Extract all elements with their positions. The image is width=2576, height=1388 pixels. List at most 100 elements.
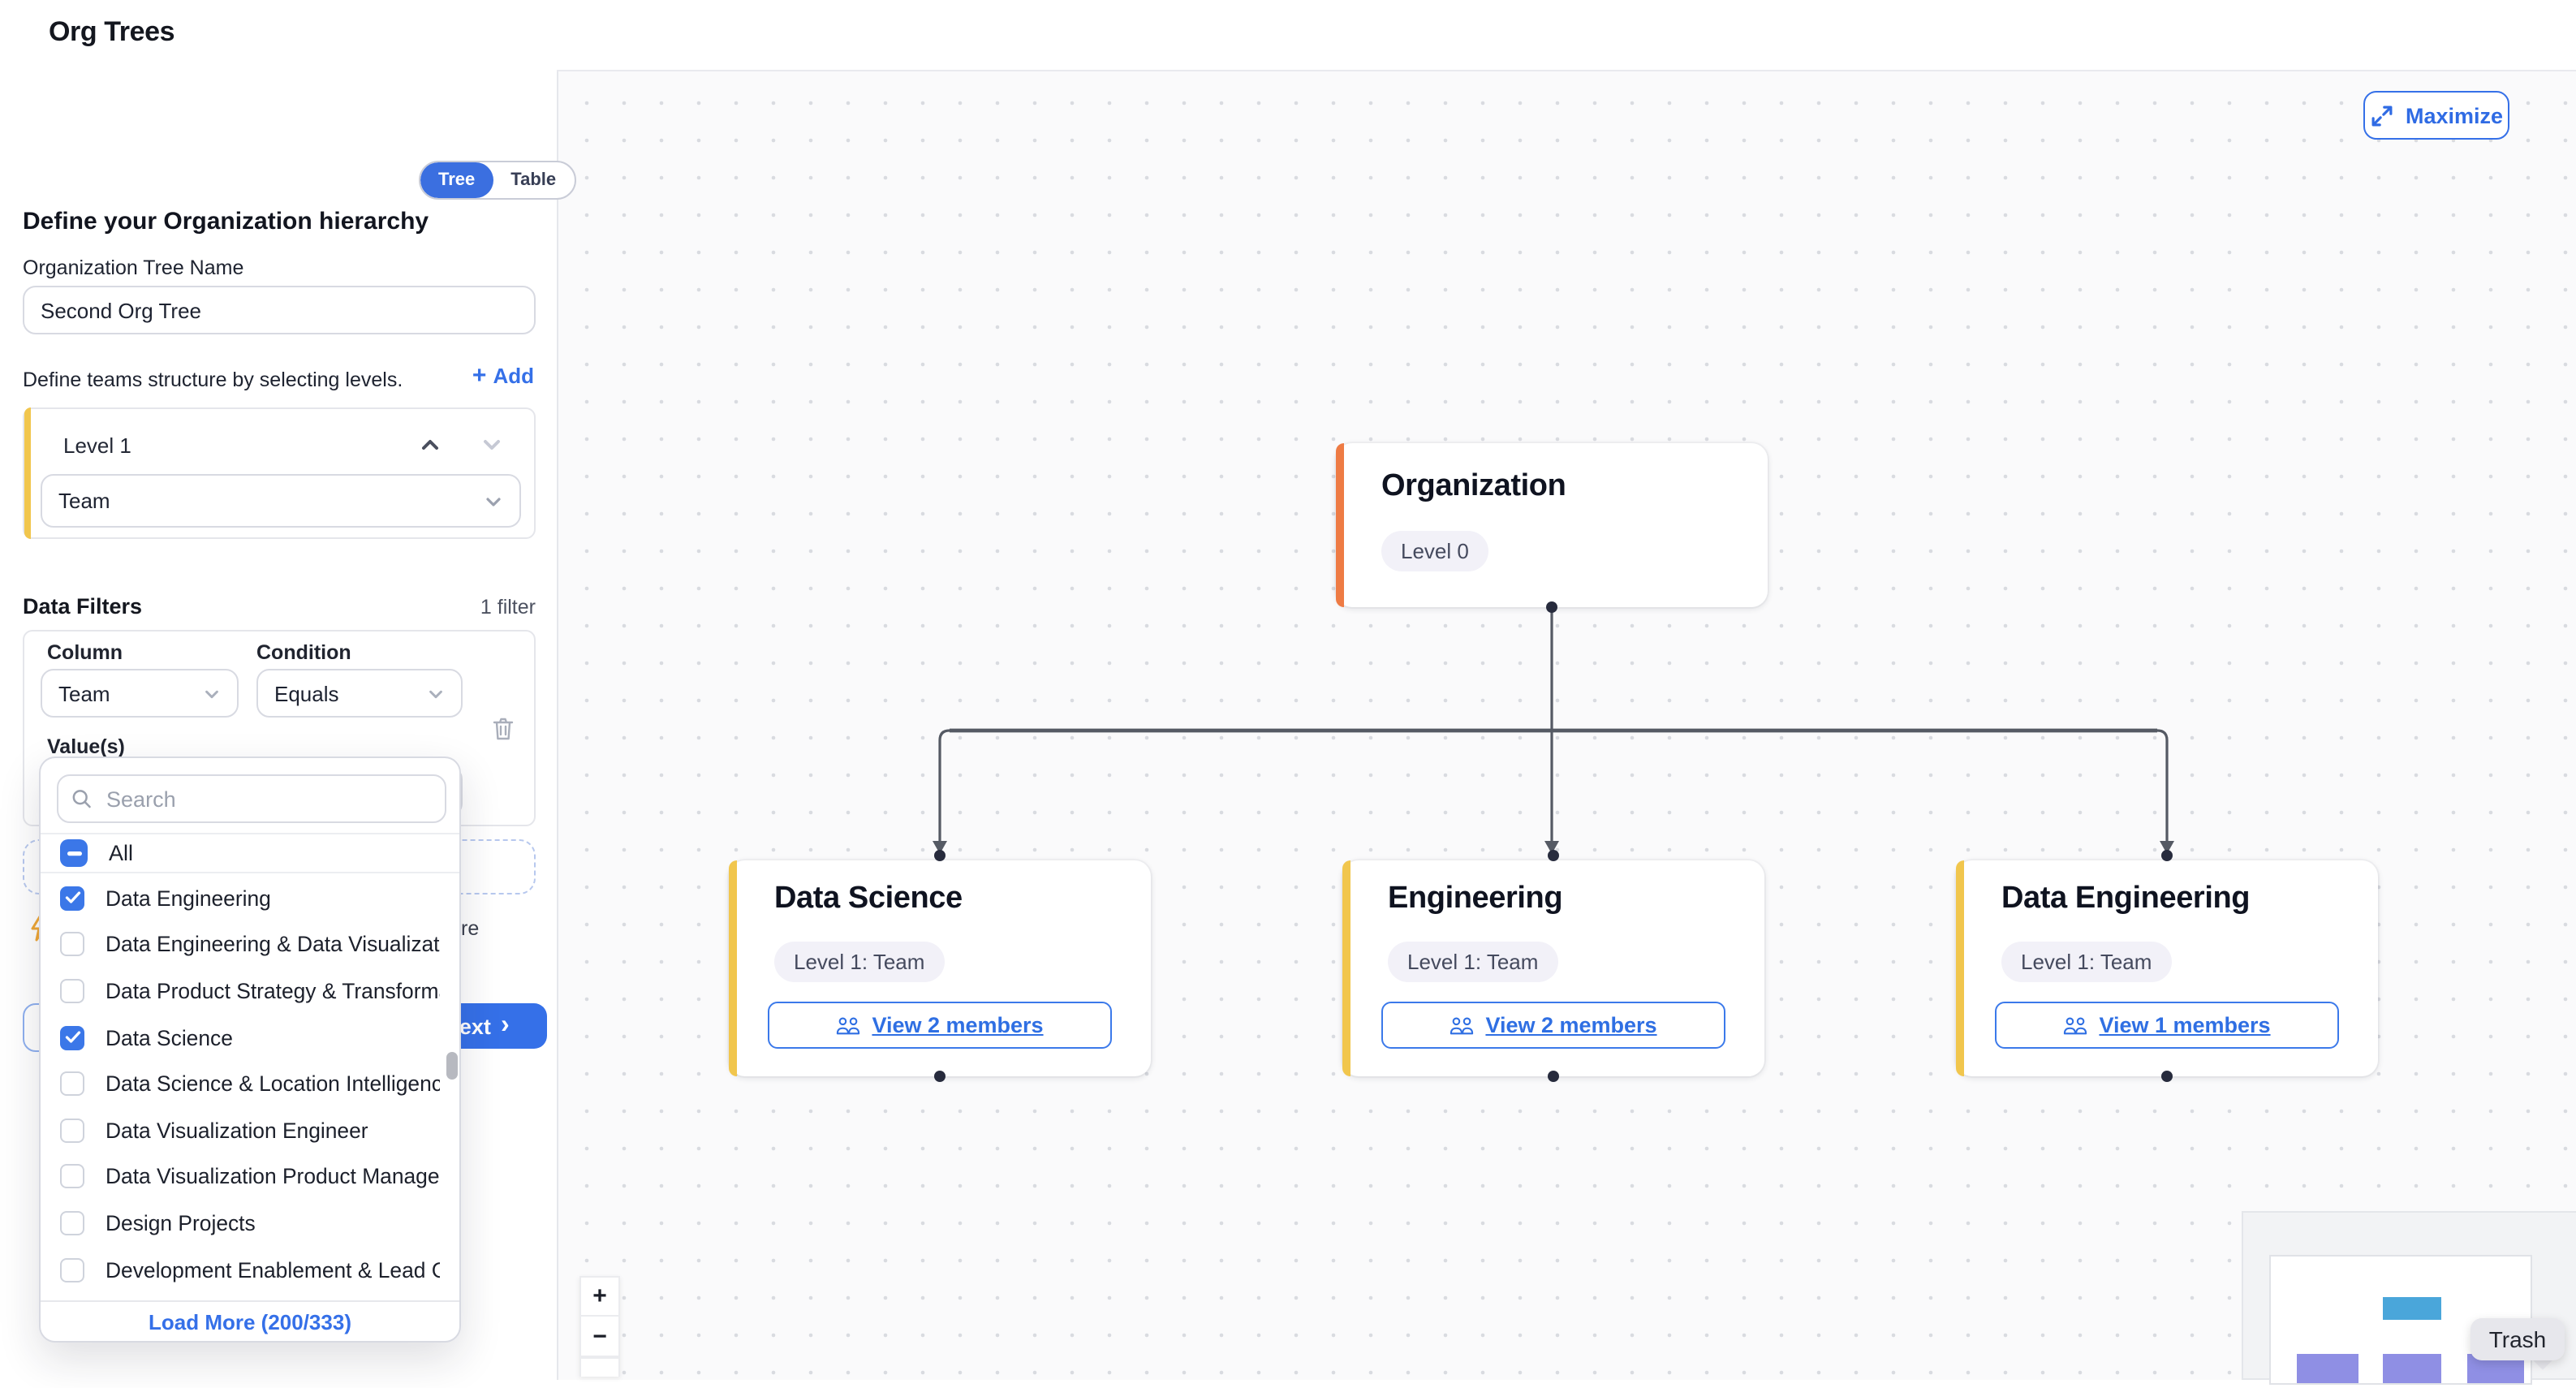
node-accent-bar [1956,860,1964,1076]
view-members-label: View 2 members [872,1013,1044,1037]
option-label: Data Visualization Product Managem... [106,1164,440,1189]
level-title: Level 1 [63,433,131,458]
checked-checkbox-icon[interactable] [60,1025,84,1050]
page-title: Org Trees [49,16,175,47]
app-header: Org Trees [0,0,2576,71]
level-type-select[interactable]: Team [41,474,521,528]
maximize-button[interactable]: Maximize [2363,91,2509,140]
option-row[interactable]: Design Projects [41,1200,459,1246]
select-all-label: All [109,841,134,865]
minimap-child-node [2383,1354,2441,1383]
load-more-row[interactable]: Load More (200/333) [41,1300,459,1341]
select-all-row[interactable]: All [41,833,459,873]
unchecked-checkbox-icon[interactable] [60,1210,84,1235]
zoom-out-button[interactable]: − [579,1317,620,1357]
dropdown-search[interactable] [57,774,446,823]
toggle-tree[interactable]: Tree [420,162,493,198]
node-accent-bar [1342,860,1350,1076]
unchecked-checkbox-icon[interactable] [60,1118,84,1143]
unchecked-checkbox-icon[interactable] [60,978,84,1003]
fit-view-button[interactable] [579,1357,620,1377]
filter-condition-select[interactable]: Equals [256,669,463,718]
minimap[interactable] [2242,1211,2576,1385]
column-label: Column [47,641,123,664]
tree-name-input[interactable] [23,286,536,334]
option-label: Data Engineering [106,886,271,911]
unchecked-checkbox-icon[interactable] [60,1164,84,1189]
add-level-label: Add [493,364,534,388]
data-filters-title: Data Filters [23,594,143,619]
option-row[interactable]: Data Visualization Product Managem... [41,1153,459,1200]
tree-name-label: Organization Tree Name [23,256,244,279]
tree-edges [933,609,2174,854]
level-accent-bar [24,407,31,539]
indeterminate-checkbox-icon[interactable] [60,839,88,867]
option-label: Development Enablement & Lead Ge... [106,1257,440,1282]
unchecked-checkbox-icon[interactable] [60,932,84,957]
view-members-button[interactable]: View 2 members [1381,1002,1725,1049]
delete-filter-button[interactable] [492,716,515,750]
move-level-down-button[interactable] [479,432,505,458]
option-label: Data Engineering & Data Visualization [106,932,440,957]
filter-count-badge: 1 filter [480,596,536,619]
option-row[interactable]: Development Enablement & Lead Ge... [41,1247,459,1293]
node-level-badge: Level 1: Team [1388,942,1558,982]
node-accent-bar [1336,443,1344,607]
filter-column-value: Team [58,681,110,705]
view-members-button[interactable]: View 1 members [1995,1002,2339,1049]
checked-checkbox-icon[interactable] [60,886,84,911]
level-type-value: Team [58,489,110,513]
scrollbar-thumb[interactable] [446,1052,458,1080]
option-row[interactable]: Data Science [41,1015,459,1061]
search-input[interactable] [103,785,432,813]
node-level-badge: Level 1: Team [2001,942,2172,982]
chevron-down-icon [484,440,500,450]
minimap-child-node [2297,1354,2358,1383]
zoom-in-button[interactable]: + [579,1276,620,1317]
unchecked-checkbox-icon[interactable] [60,1071,84,1097]
levels-hint: Define teams structure by selecting leve… [23,369,403,391]
level-1-card: Level 1 Team [23,407,536,539]
filter-condition-value: Equals [274,681,339,705]
load-more-label: Load More (200/333) [149,1309,351,1334]
node-title: Data Science [774,882,963,916]
filter-column-select[interactable]: Team [41,669,239,718]
move-level-up-button[interactable] [417,432,443,458]
chevron-up-icon [422,440,438,450]
node-accent-bar [729,860,737,1076]
view-members-label: View 1 members [2099,1013,2271,1037]
option-label: Data Visualization Engineer [106,1118,368,1143]
option-row[interactable]: Data Visualization Engineer [41,1107,459,1153]
node-level-badge: Level 0 [1381,531,1488,571]
values-label: Value(s) [47,735,125,758]
people-icon [1450,1017,1474,1035]
connector-dot [1548,1071,1559,1082]
option-label: Design Projects [106,1210,256,1235]
view-members-button[interactable]: View 2 members [768,1002,1112,1049]
connector-dot [2161,850,2173,861]
minimap-root-node [2383,1297,2441,1320]
connector-dot [1548,850,1559,861]
add-level-button[interactable]: + Add [472,364,534,388]
toggle-table[interactable]: Table [510,170,557,190]
option-row[interactable]: Data Engineering [41,875,459,921]
connector-dot [934,1071,946,1082]
unchecked-checkbox-icon[interactable] [60,1257,84,1282]
plus-icon: + [472,362,487,390]
trash-icon [493,718,514,740]
trash-tooltip: Trash [2470,1318,2565,1360]
tip-text-fragment: re [461,917,480,940]
sidebar-heading: Define your Organization hierarchy [23,208,429,235]
condition-label: Condition [256,641,351,664]
org-node-root[interactable]: Organization Level 0 [1336,443,1768,607]
option-row[interactable]: Data Engineering & Data Visualization [41,921,459,968]
org-chart-canvas[interactable]: Maximize Organization Level 0 Data Scien… [557,70,2576,1385]
option-row[interactable]: Data Science & Location Intelligence [41,1061,459,1107]
zoom-controls: + − [579,1276,620,1377]
option-row[interactable]: Data Product Strategy & Transformat... [41,968,459,1014]
view-toggle[interactable]: Tree Table [419,161,576,200]
